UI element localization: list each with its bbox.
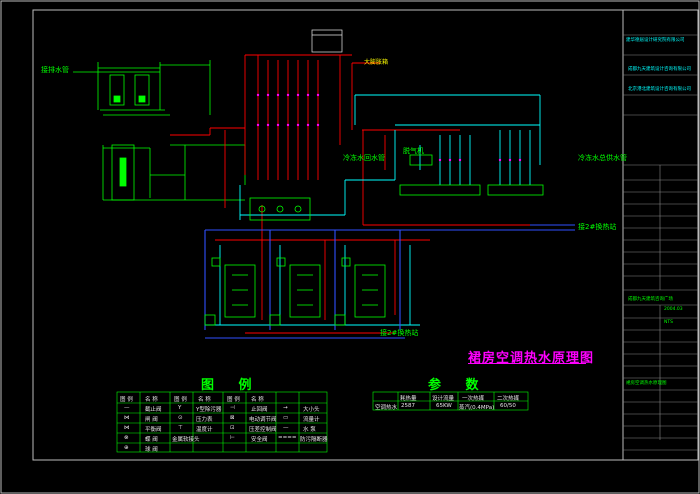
- heat-station-label-bottom: 接2#换热站: [380, 329, 419, 337]
- title-block-rows: [623, 34, 698, 451]
- tb-firm3: 北京港北建筑设计咨询有限公司: [628, 87, 691, 92]
- param-header-flow: 设计流量: [432, 396, 455, 402]
- legend-name: 压差控制阀: [249, 427, 277, 433]
- heat-exchangers: [204, 257, 386, 326]
- primary-pipes: [204, 224, 575, 339]
- tb-drawing-name: 裙房空调热水原理图: [626, 381, 667, 386]
- legend-heading: 图 例: [201, 378, 262, 393]
- legend-sym: —: [124, 405, 130, 411]
- legend-header-6: 名 称: [251, 397, 264, 403]
- legend-sym: ⊠: [230, 415, 235, 421]
- legend-header-4: 名 称: [198, 397, 211, 403]
- param-secondary: 60/50: [500, 403, 516, 409]
- legend-name: 水 泵: [303, 427, 316, 433]
- title-underline: [468, 363, 586, 364]
- legend-sym: →: [283, 405, 288, 411]
- legend-name: 蝶 阀: [145, 437, 158, 443]
- param-header-primary: 一次热媒: [462, 396, 485, 402]
- legend-sym: ⊢: [230, 435, 235, 441]
- legend-name: 截止阀: [145, 407, 162, 413]
- legend-sym: ⊙: [178, 415, 183, 421]
- legend-sym: —: [283, 425, 289, 431]
- title-block-frame: [622, 9, 699, 461]
- legend-table-lines: [116, 391, 328, 453]
- legend-name: 温度计: [196, 427, 213, 433]
- tb-date: 2004.03: [664, 307, 683, 312]
- legend-name: 流量计: [303, 417, 320, 423]
- legend-sym: ⊤: [178, 425, 183, 431]
- legend-name: 金属软接头: [172, 437, 200, 443]
- legend-header-1: 图 例: [120, 397, 133, 403]
- tb-firm1: 建华德居设计研究院有限公司: [626, 38, 685, 43]
- param-primary: 蒸汽(0.4MPa): [459, 405, 495, 411]
- tb-firm2: 成都九天建筑设计咨询有限公司: [628, 67, 691, 72]
- legend-header-2: 名 称: [145, 397, 158, 403]
- legend-sym: ⊕: [124, 445, 129, 451]
- param-header-load: 耗热量: [400, 396, 417, 402]
- legend-name: 大小头: [303, 407, 320, 413]
- water-treatment-units: [73, 60, 211, 116]
- param-load: 2587: [401, 403, 415, 409]
- legend-name: 电动调节阀: [249, 417, 277, 423]
- pump-set: [249, 197, 311, 221]
- chilled-return-label: 冷冻水回水管: [343, 154, 385, 162]
- legend-sym: ▭: [283, 415, 289, 421]
- legend-sym: ⋈: [124, 415, 130, 421]
- legend-header-5: 图 例: [227, 397, 240, 403]
- params-heading: 参 数: [428, 378, 489, 393]
- legend-sym: Y: [178, 405, 182, 411]
- drawing-title: 裙房空调热水原理图: [468, 351, 595, 366]
- chilled-supply-label: 冷冻水总供水管: [578, 154, 627, 162]
- tb-scale: NTS: [664, 320, 673, 325]
- legend-name: 压力表: [196, 417, 213, 423]
- legend-name: 平衡阀: [145, 427, 162, 433]
- legend-name: 防污隔断器: [300, 437, 328, 443]
- valve-symbols: [256, 93, 522, 162]
- legend-name: 止回阀: [251, 407, 268, 413]
- legend-sym: ⋈: [124, 425, 130, 431]
- legend-name: 安全阀: [251, 437, 268, 443]
- legend-name: 球 阀: [145, 447, 158, 453]
- legend-name: Y型除污器: [196, 407, 222, 413]
- expansion-tank-label: 大膨胀箱: [364, 59, 389, 66]
- legend-sym: ⊣: [230, 405, 235, 411]
- param-header-secondary: 二次热媒: [497, 396, 520, 402]
- expansion-tank-symbol: [311, 29, 343, 53]
- legend-name: 闸 阀: [145, 417, 158, 423]
- legend-sym: ⊡: [230, 425, 235, 431]
- inner-frame: [32, 9, 624, 461]
- storage-tank: [102, 144, 246, 201]
- drain-pipe-label: 接排水管: [41, 66, 69, 74]
- manifolds: [399, 154, 544, 196]
- tb-project: 成都九天建筑咨询广场: [628, 297, 673, 302]
- param-table-lines: [372, 391, 529, 411]
- legend-header-3: 图 例: [174, 397, 187, 403]
- legend-sym: ⊗: [124, 435, 129, 441]
- param-system: 空调热水: [375, 405, 398, 411]
- heat-station-label-top: 接2#换热站: [578, 223, 617, 231]
- param-flow: 65KW: [436, 403, 452, 409]
- deaerator-label: 脱气机: [403, 147, 424, 155]
- supply-pipes: [170, 54, 535, 334]
- legend-sym: ====: [278, 435, 297, 441]
